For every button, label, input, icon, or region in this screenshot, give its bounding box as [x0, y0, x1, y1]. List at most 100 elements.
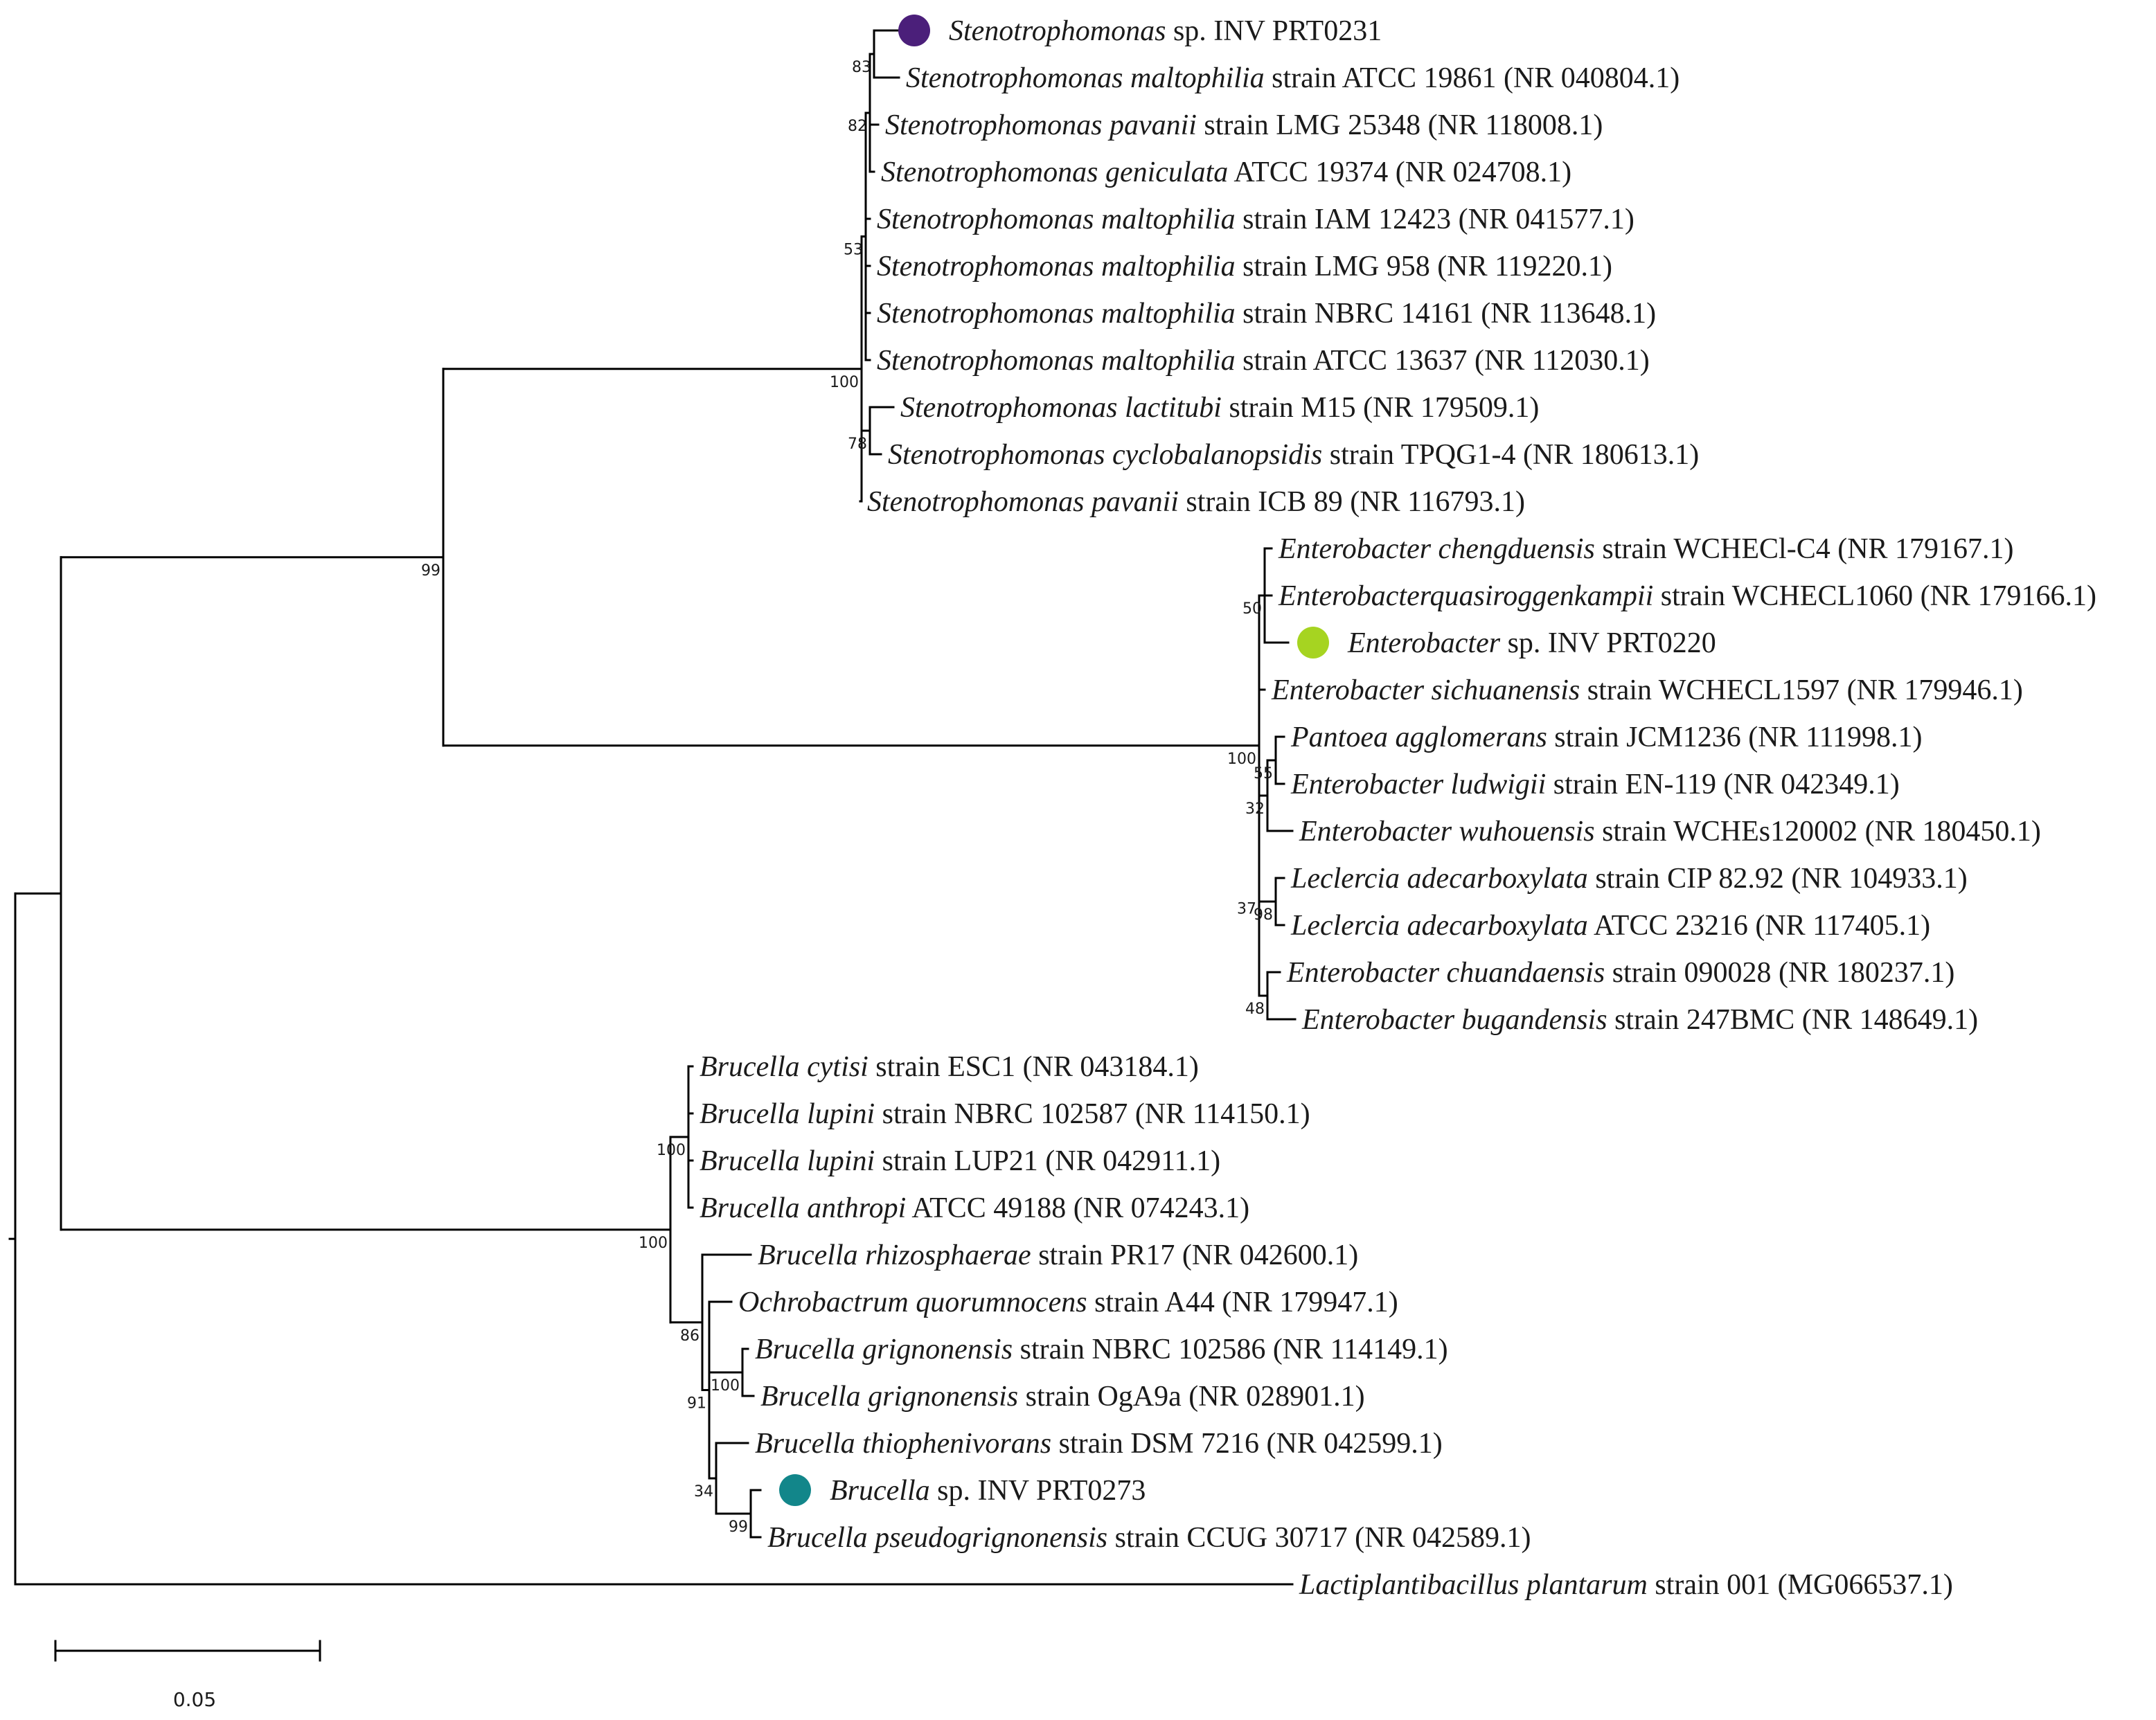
leaf-label: Enterobacter wuhouensis strain WCHEs1200… [1299, 816, 2041, 848]
taxon-name: Enterobacter bugandensis [1301, 1004, 1607, 1036]
bootstrap-value: 100 [657, 1142, 686, 1159]
leaf-label: Brucella grignonensis strain OgA9a (NR 0… [760, 1381, 1365, 1413]
leaf-label: Stenotrophomonas pavanii strain ICB 89 (… [867, 486, 1525, 518]
leaf-label: Stenotrophomonas maltophilia strain IAM … [877, 204, 1634, 235]
leaf-label: Stenotrophomonas cyclobalanopsidis strai… [888, 439, 1699, 471]
strain-accession: strain WCHEs120002 (NR 180450.1) [1595, 816, 2041, 848]
leaf-label: Stenotrophomonas maltophilia strain ATCC… [906, 62, 1680, 94]
taxon-name: Stenotrophomonas [949, 15, 1166, 47]
bootstrap-value: 91 [687, 1395, 706, 1413]
leaf-label: Brucella cytisi strain ESC1 (NR 043184.1… [700, 1051, 1199, 1083]
leaf-label: Enterobacter sichuanensis strain WCHECL1… [1271, 674, 2023, 706]
strain-accession: sp. INV PRT0220 [1500, 627, 1716, 659]
leaf-labels: Stenotrophomonas sp. INV PRT0231Stenotro… [700, 15, 2096, 1601]
leaf-label: Brucella rhizosphaerae strain PR17 (NR 0… [758, 1239, 1358, 1271]
scale-bar: 0.05 [54, 1640, 321, 1711]
leaf-label: Stenotrophomonas maltophilia strain ATCC… [877, 345, 1650, 377]
strain-accession: strain 247BMC (NR 148649.1) [1607, 1004, 1979, 1036]
bootstrap-value: 100 [711, 1377, 740, 1395]
taxon-name: Brucella pseudogrignonensis [767, 1522, 1107, 1554]
tree-branches [8, 29, 1297, 1586]
leaf-label: Brucella anthropi ATCC 49188 (NR 074243.… [700, 1192, 1249, 1224]
taxon-name: Stenotrophomonas pavanii [867, 486, 1179, 518]
leaf-label: Stenotrophomonas maltophilia strain NBRC… [877, 298, 1656, 330]
strain-accession: strain 001 (MG066537.1) [1648, 1569, 1953, 1601]
leaf-label: Enterobacter sp. INV PRT0220 [1347, 627, 1716, 659]
leaf-label: Brucella sp. INV PRT0273 [830, 1475, 1146, 1507]
taxon-name: Lactiplantibacillus plantarum [1299, 1569, 1648, 1601]
leaf-label: Enterobacter chuandaensis strain 090028 … [1286, 957, 1954, 989]
leaf-label: Brucella lupini strain NBRC 102587 (NR 1… [700, 1098, 1310, 1130]
taxon-name: Ochrobactrum quorumnocens [738, 1287, 1087, 1318]
taxon-name: Leclercia adecarboxylata [1290, 863, 1588, 895]
taxon-name: Stenotrophomonas cyclobalanopsidis [888, 439, 1322, 471]
leaf-label: Enterobacter bugandensis strain 247BMC (… [1301, 1004, 1978, 1036]
strain-accession: strain ICB 89 (NR 116793.1) [1179, 486, 1525, 518]
taxon-name: Brucella anthropi [700, 1192, 906, 1224]
bootstrap-value: 99 [421, 562, 440, 580]
taxon-name: Stenotrophomonas pavanii [885, 109, 1197, 141]
leaf-label: Stenotrophomonas pavanii strain LMG 2534… [885, 109, 1603, 141]
bootstrap-value: 100 [1227, 751, 1256, 768]
taxon-name: Enterobacterquasiroggenkampii [1278, 580, 1653, 612]
taxon-name: Stenotrophomonas maltophilia [877, 204, 1236, 235]
bootstrap-value: 83 [852, 59, 871, 76]
strain-accession: strain JCM1236 (NR 111998.1) [1547, 722, 1923, 753]
isolate-marker-icon [898, 15, 930, 46]
taxon-name: Brucella grignonensis [755, 1334, 1013, 1365]
strain-accession: strain WCHECL1060 (NR 179166.1) [1653, 580, 2096, 612]
leaf-label: Stenotrophomonas maltophilia strain LMG … [877, 251, 1612, 283]
bootstrap-value: 99 [729, 1519, 748, 1536]
taxon-name: Brucella [830, 1475, 930, 1507]
taxon-name: Enterobacter wuhouensis [1299, 816, 1595, 848]
taxon-name: Brucella lupini [700, 1145, 875, 1177]
leaf-label: Pantoea agglomerans strain JCM1236 (NR 1… [1290, 722, 1923, 753]
strain-accession: strain 090028 (NR 180237.1) [1605, 957, 1954, 989]
strain-accession: strain DSM 7216 (NR 042599.1) [1051, 1428, 1443, 1460]
taxon-name: Stenotrophomonas maltophilia [877, 345, 1236, 377]
strain-accession: strain ESC1 (NR 043184.1) [868, 1051, 1199, 1083]
strain-accession: sp. INV PRT0273 [930, 1475, 1146, 1507]
bootstrap-value: 48 [1245, 1001, 1265, 1018]
strain-accession: sp. INV PRT0231 [1166, 15, 1382, 47]
taxon-name: Leclercia adecarboxylata [1290, 910, 1588, 942]
bootstrap-value: 100 [830, 374, 859, 391]
bootstrap-value: 37 [1237, 901, 1256, 918]
bootstrap-value: 50 [1242, 600, 1262, 618]
leaf-label: Enterobacter ludwigii strain EN-119 (NR … [1290, 769, 1900, 800]
isolate-marker-icon [1297, 627, 1329, 659]
leaf-label: Enterobacterquasiroggenkampii strain WCH… [1278, 580, 2096, 612]
leaf-label: Lactiplantibacillus plantarum strain 001… [1299, 1569, 1953, 1601]
bootstrap-value: 86 [680, 1327, 700, 1345]
strain-accession: strain CIP 82.92 (NR 104933.1) [1588, 863, 1968, 895]
taxon-name: Brucella lupini [700, 1098, 875, 1130]
leaf-label: Leclercia adecarboxylata ATCC 23216 (NR … [1290, 910, 1930, 942]
taxon-name: Brucella grignonensis [760, 1381, 1018, 1413]
taxon-name: Brucella thiophenivorans [755, 1428, 1051, 1460]
strain-accession: ATCC 23216 (NR 117405.1) [1588, 910, 1930, 942]
strain-accession: strain CCUG 30717 (NR 042589.1) [1107, 1522, 1531, 1554]
strain-accession: strain LUP21 (NR 042911.1) [875, 1145, 1220, 1177]
bootstrap-values: 8382537810050553298483710099100100993491… [421, 59, 1273, 1536]
bootstrap-value: 100 [639, 1235, 668, 1252]
bootstrap-value: 82 [848, 118, 867, 135]
scale-bar-label: 0.05 [173, 1688, 216, 1711]
strain-accession: strain WCHECl-C4 (NR 179167.1) [1595, 533, 2014, 565]
taxon-name: Stenotrophomonas lactitubi [900, 392, 1222, 424]
leaf-label: Brucella pseudogrignonensis strain CCUG … [767, 1522, 1531, 1554]
strain-accession: strain ATCC 13637 (NR 112030.1) [1236, 345, 1650, 377]
taxon-name: Stenotrophomonas geniculata [881, 156, 1228, 188]
strain-accession: ATCC 19374 (NR 024708.1) [1228, 156, 1571, 188]
bootstrap-value: 32 [1245, 800, 1265, 818]
leaf-label: Stenotrophomonas geniculata ATCC 19374 (… [881, 156, 1571, 188]
strain-accession: strain PR17 (NR 042600.1) [1031, 1239, 1359, 1271]
taxon-name: Enterobacter chuandaensis [1286, 957, 1605, 989]
taxon-name: Stenotrophomonas maltophilia [877, 298, 1236, 330]
strain-accession: strain M15 (NR 179509.1) [1222, 392, 1539, 424]
strain-accession: strain LMG 958 (NR 119220.1) [1236, 251, 1612, 283]
leaf-label: Brucella lupini strain LUP21 (NR 042911.… [700, 1145, 1220, 1177]
strain-accession: strain WCHECL1597 (NR 179946.1) [1580, 674, 2023, 706]
bootstrap-value: 78 [848, 436, 867, 453]
taxon-name: Stenotrophomonas maltophilia [906, 62, 1265, 94]
